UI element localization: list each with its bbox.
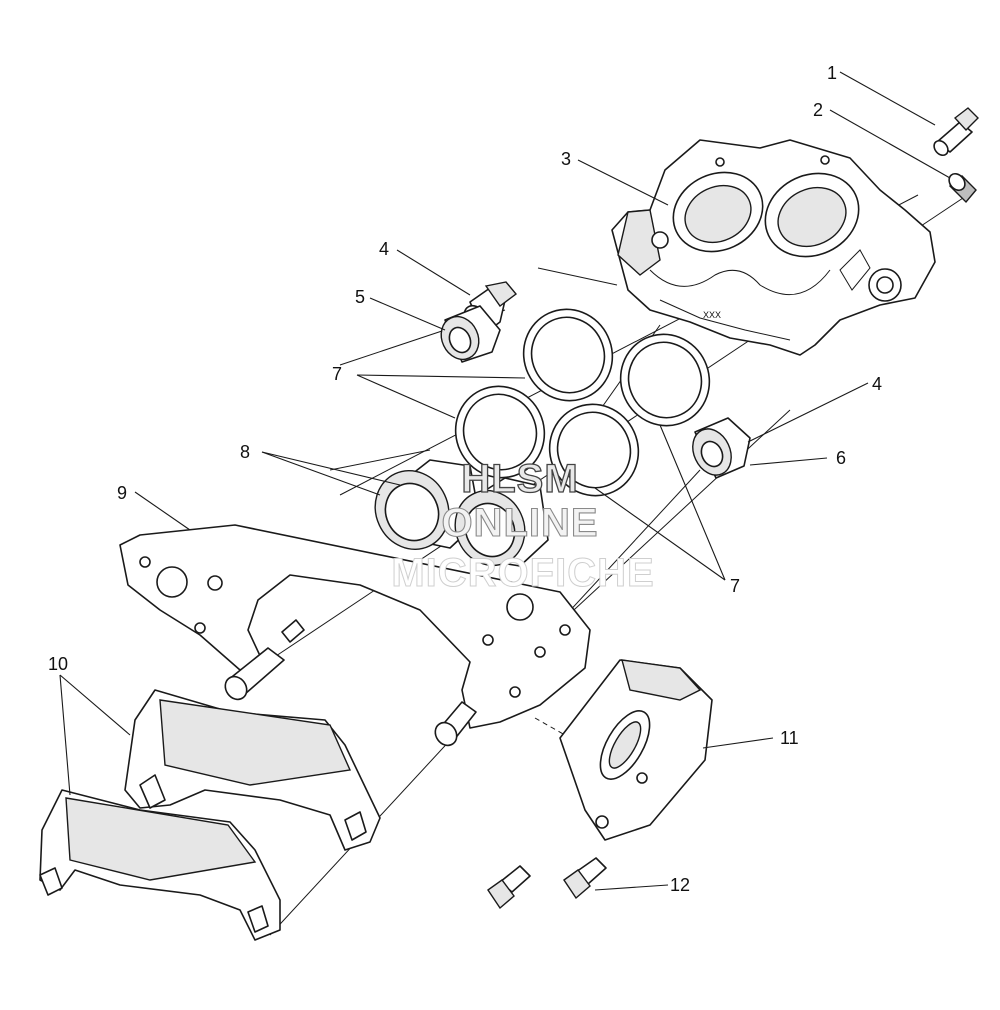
leader-lines — [59, 71, 951, 891]
callout-11: 11 — [780, 728, 799, 748]
watermark-line-3: MICROFICHE — [391, 551, 654, 595]
callout-5: 5 — [355, 287, 365, 307]
callout-1: 1 — [827, 63, 837, 83]
part-4-6-pin-boot-lower — [692, 417, 751, 479]
part-1-bleeder-screw — [933, 107, 979, 157]
part-12-mounting-bolts — [487, 857, 607, 910]
callout-7-upper: 7 — [332, 364, 342, 384]
watermark-line-1: HLSM — [461, 457, 578, 501]
part-3-caliper-body: XXX — [611, 139, 936, 356]
part-2-bleeder-cap — [948, 172, 977, 204]
callout-numbers: 1 2 3 4 5 7 8 9 4 6 7 10 11 12 — [48, 63, 882, 895]
callout-7-lower: 7 — [730, 576, 740, 596]
part-5-pin-boot — [440, 305, 501, 363]
callout-10: 10 — [48, 654, 68, 674]
callout-8: 8 — [240, 442, 250, 462]
caliper-marking-text: XXX — [703, 310, 721, 320]
callout-12: 12 — [670, 875, 690, 895]
part-7-piston-seals — [454, 308, 711, 497]
watermark-line-2: ONLINE — [441, 501, 598, 545]
callout-3: 3 — [561, 149, 571, 169]
watermark: HLSM ONLINE MICROFICHE — [391, 456, 654, 595]
part-11-pad-retainer — [559, 659, 713, 841]
part-9-caliper-bracket — [119, 524, 591, 747]
callout-4-upper: 4 — [379, 239, 389, 259]
part-8-pistons — [374, 459, 549, 567]
callout-4-lower: 4 — [872, 374, 882, 394]
part-10-brake-pads — [39, 689, 381, 941]
callout-2: 2 — [813, 100, 823, 120]
callout-9: 9 — [117, 483, 127, 503]
callout-6: 6 — [836, 448, 846, 468]
